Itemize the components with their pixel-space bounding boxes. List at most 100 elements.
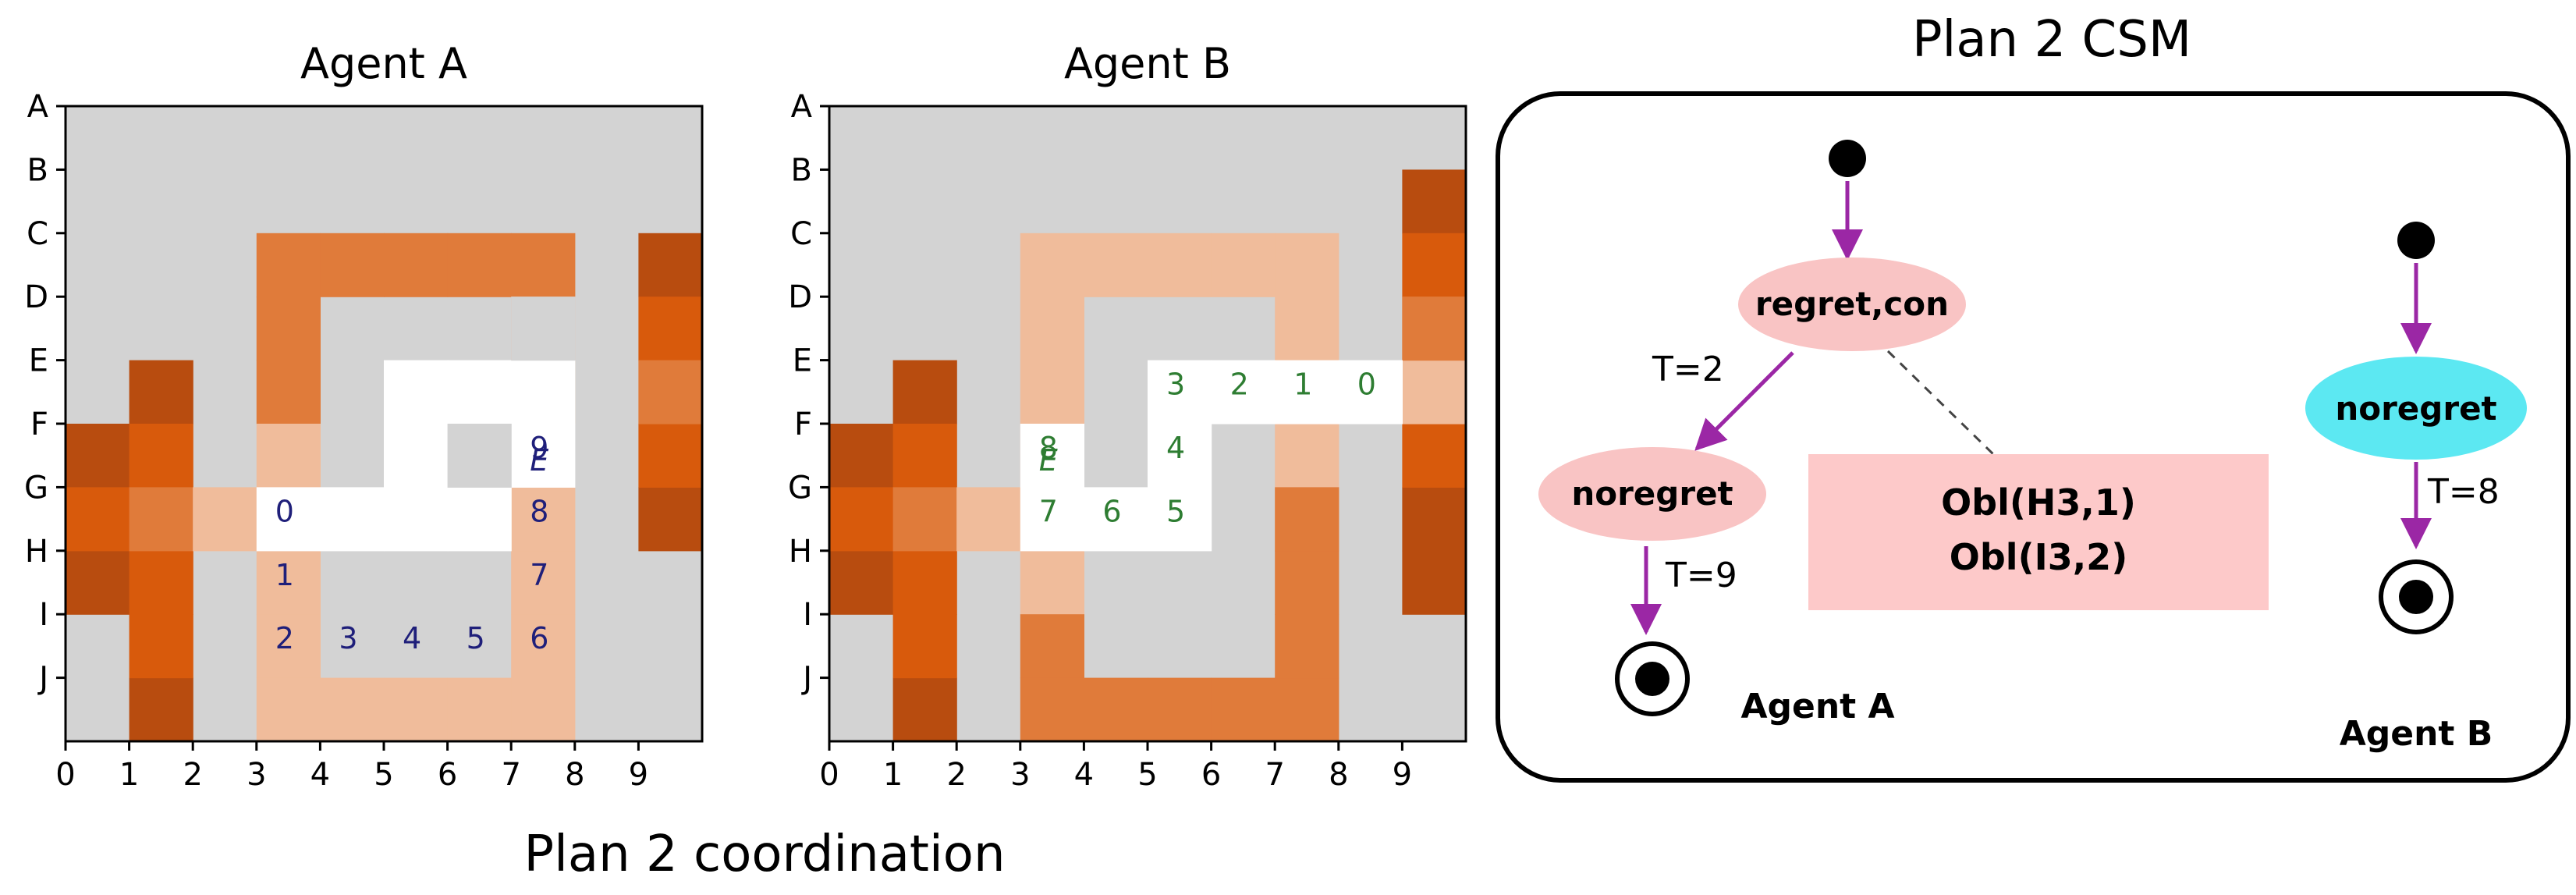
grid-cell-free (1148, 360, 1212, 424)
x-tick-label: 9 (629, 757, 648, 793)
x-tick-label: 7 (1265, 757, 1284, 793)
y-tick-label: D (24, 279, 48, 315)
x-tick-label: 1 (883, 757, 903, 793)
path-step-label: 4 (1166, 431, 1185, 465)
agent-b-title: Agent B (1064, 39, 1231, 88)
y-tick-label: E (29, 343, 48, 379)
grid-cell-light (956, 487, 1021, 552)
grid-cell-dark (129, 677, 193, 742)
grid-cell-bright (829, 487, 894, 552)
x-tick-label: 4 (310, 757, 330, 793)
path-step-label: 5 (1166, 494, 1185, 528)
grid-cell-dark (1402, 169, 1467, 234)
figure-caption: Plan 2 coordination (523, 826, 1005, 883)
grid-cell-dark (1402, 550, 1467, 615)
grid-cell-bright (892, 424, 957, 488)
agent-a-label: Agent A (1740, 687, 1894, 726)
grid-cell-bright (638, 297, 703, 361)
transition-label-t2: T=2 (1652, 350, 1724, 389)
y-tick-label: H (25, 534, 48, 570)
y-tick-label: F (30, 407, 48, 442)
path-step-label: 5 (467, 621, 485, 655)
grid-cell-mid (256, 233, 321, 297)
grid-cell-light (256, 614, 321, 679)
x-tick-label: 3 (1010, 757, 1030, 793)
noregret-b-state (2305, 357, 2527, 460)
grid-cell-free (1148, 424, 1212, 488)
grid-cell-light (1275, 297, 1339, 361)
grid-cell-mid (447, 233, 512, 297)
grid-cell-free (384, 360, 449, 424)
grid-cell-mid (1148, 677, 1212, 742)
grid-cell-floor (511, 297, 576, 361)
x-tick-label: 0 (55, 757, 75, 793)
y-tick-label: J (800, 661, 812, 697)
x-tick-label: 5 (1137, 757, 1157, 793)
agent-a-initial-state (1829, 140, 1866, 177)
grid-cell-free (447, 360, 512, 424)
grid-cell-dark (829, 424, 894, 488)
y-tick-label: I (803, 597, 812, 633)
grid-cell-mid (1275, 614, 1339, 679)
path-step-label: E (1039, 443, 1058, 478)
y-tick-label: C (790, 216, 812, 252)
obligation-1: Obl(H3,1) (1941, 481, 2136, 524)
grid-cell-free (511, 424, 576, 488)
grid-cell-free (1084, 487, 1148, 552)
x-tick-label: 4 (1074, 757, 1094, 793)
x-tick-label: 2 (183, 757, 202, 793)
grid-cell-free (1020, 487, 1084, 552)
grid-cell-mid (384, 233, 449, 297)
grid-cell-light (1020, 233, 1084, 297)
grid-cell-dark (129, 360, 193, 424)
path-step-label: 3 (1166, 368, 1185, 402)
grid-cell-free (384, 424, 449, 488)
grid-cell-light (511, 550, 576, 615)
grid-cell-light (256, 424, 321, 488)
transition-label-t8: T=8 (2427, 472, 2500, 512)
path-step-label: 1 (275, 558, 294, 592)
grid-cell-mid (892, 487, 957, 552)
obligation-box (1808, 454, 2269, 610)
path-step-label: 9 (530, 431, 548, 465)
grid-cell-free (447, 487, 512, 552)
grid-cell-mid (511, 233, 576, 297)
agent-b-final-state-core (2399, 580, 2433, 614)
grid-cell-mid (1275, 550, 1339, 615)
y-tick-label: A (27, 89, 49, 125)
grid-cell-mid (256, 360, 321, 424)
grid-cell-free (256, 487, 321, 552)
agent-b-label: Agent B (2340, 714, 2493, 754)
x-tick-label: 8 (1329, 757, 1348, 793)
agent-a-title: Agent A (300, 39, 467, 88)
x-tick-label: 8 (565, 757, 584, 793)
path-step-label: 6 (1102, 494, 1121, 528)
grid-cell-free (384, 487, 449, 552)
path-step-label: 7 (1039, 494, 1058, 528)
y-tick-label: G (24, 470, 48, 506)
grid-cell-light (1148, 233, 1212, 297)
path-step-label: E (530, 443, 548, 478)
grid-cell-light (193, 487, 257, 552)
grid-cell-dark (892, 677, 957, 742)
grid-cell-bright (1402, 233, 1467, 297)
grid-cell-light (1211, 233, 1276, 297)
csm-diagram: Plan 2 CSM regret,con T=2 noregret T=9 O… (1496, 11, 2571, 783)
grid-cell-mid (256, 297, 321, 361)
grid-cell-mid (1084, 677, 1148, 742)
path-step-label: 2 (275, 621, 294, 655)
grid-cell-free (1211, 360, 1276, 424)
path-step-label: 1 (1293, 368, 1312, 402)
grid-cell-mid (1275, 677, 1339, 742)
grid-cell-light (447, 677, 512, 742)
grid-cell-bright (129, 424, 193, 488)
x-tick-label: 0 (819, 757, 839, 793)
grid-cell-dark (638, 233, 703, 297)
grid-cell-light (1020, 297, 1084, 361)
agent-b-grid (829, 106, 1467, 742)
agent-a-final-state-core (1635, 662, 1669, 696)
